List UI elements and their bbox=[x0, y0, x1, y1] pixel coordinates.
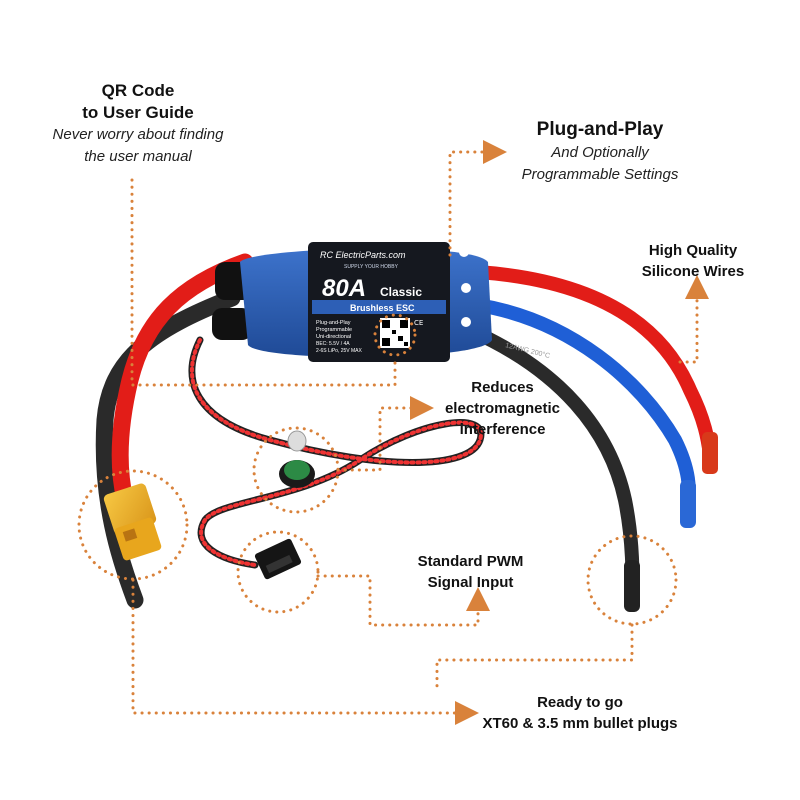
bullet-plug-red bbox=[702, 432, 718, 474]
plugs-callout-line-1: Ready to go bbox=[537, 694, 623, 711]
pwm-callout-line-2: Signal Input bbox=[427, 574, 514, 591]
xt60-connector bbox=[103, 483, 162, 561]
plug-and-play-callout: Plug-and-Play And Optionally Programmabl… bbox=[480, 118, 720, 186]
signal-cable bbox=[188, 336, 485, 569]
silicone-wires-callout: High Quality Silicone Wires bbox=[618, 240, 768, 282]
xt60-callout-line bbox=[131, 578, 479, 725]
esc-body: CE bbox=[240, 242, 492, 362]
esc-feature: 2-6S LiPo, 25V MAX bbox=[316, 348, 363, 354]
emi-callout-line-2: electromagnetic bbox=[444, 400, 561, 417]
plug-callout-line bbox=[448, 140, 507, 257]
qr-callout-sub-2: the user manual bbox=[84, 148, 192, 165]
svg-text:CE: CE bbox=[414, 319, 423, 327]
battery-red-wire bbox=[111, 253, 254, 509]
qr-callout-title-2: to User Guide bbox=[82, 103, 194, 122]
bullet-callout-line bbox=[435, 623, 634, 692]
capacitor bbox=[212, 308, 252, 340]
qr-highlight-circle bbox=[373, 313, 417, 357]
pwm-callout-line bbox=[316, 574, 490, 627]
esc-brand: RC ElectricParts.com bbox=[320, 250, 406, 260]
esc-model: 80A bbox=[322, 275, 366, 302]
qr-callout-title-1: QR Code bbox=[101, 81, 175, 100]
wires-callout-line-1: High Quality bbox=[648, 242, 738, 259]
qr-code-icon bbox=[380, 318, 410, 348]
emi-callout: Reduces electromagnetic interference bbox=[405, 377, 600, 440]
ferrite-ring bbox=[279, 430, 315, 488]
qr-code-callout: QR Code to User Guide Never worry about … bbox=[28, 80, 248, 168]
plug-callout-title: Plug-and-Play bbox=[536, 119, 664, 140]
esc-feature: Uni-directional bbox=[316, 334, 351, 340]
plugs-callout-line-2: XT60 & 3.5 mm bullet plugs bbox=[482, 715, 678, 732]
plug-callout-sub-1: And Optionally bbox=[551, 144, 649, 161]
plugs-callout: Ready to go XT60 & 3.5 mm bullet plugs bbox=[445, 692, 715, 734]
servo-connector bbox=[254, 538, 302, 580]
bullet-highlight-circle bbox=[586, 534, 678, 626]
esc-tagline: SUPPLY YOUR HOBBY bbox=[344, 264, 399, 270]
wires-callout-line-2: Silicone Wires bbox=[641, 263, 745, 280]
wires-callout-line bbox=[678, 275, 709, 364]
emi-callout-line-3: interference bbox=[459, 421, 546, 438]
plug-callout-sub-2: Programmable Settings bbox=[521, 166, 679, 183]
pwm-callout: Standard PWM Signal Input bbox=[393, 551, 548, 593]
bullet-plug-blue bbox=[680, 480, 696, 528]
esc-feature: Plug-and-Play bbox=[316, 320, 351, 326]
emi-callout-line-1: Reduces bbox=[471, 379, 534, 396]
esc-feature: BEC: 5.5V / 4A bbox=[316, 341, 350, 347]
pwm-callout-line-1: Standard PWM bbox=[417, 553, 524, 570]
esc-type: Brushless ESC bbox=[350, 303, 415, 313]
emi-callout-line bbox=[336, 396, 434, 472]
esc-model-suffix: Classic bbox=[380, 285, 422, 299]
esc-feature: Programmable bbox=[316, 327, 352, 333]
bullet-plug-black bbox=[624, 560, 640, 612]
pwm-highlight-circle bbox=[236, 530, 320, 614]
motor-red-wire bbox=[471, 265, 717, 462]
battery-black-wire bbox=[95, 289, 241, 609]
qr-callout-sub-1: Never worry about finding bbox=[52, 126, 224, 143]
